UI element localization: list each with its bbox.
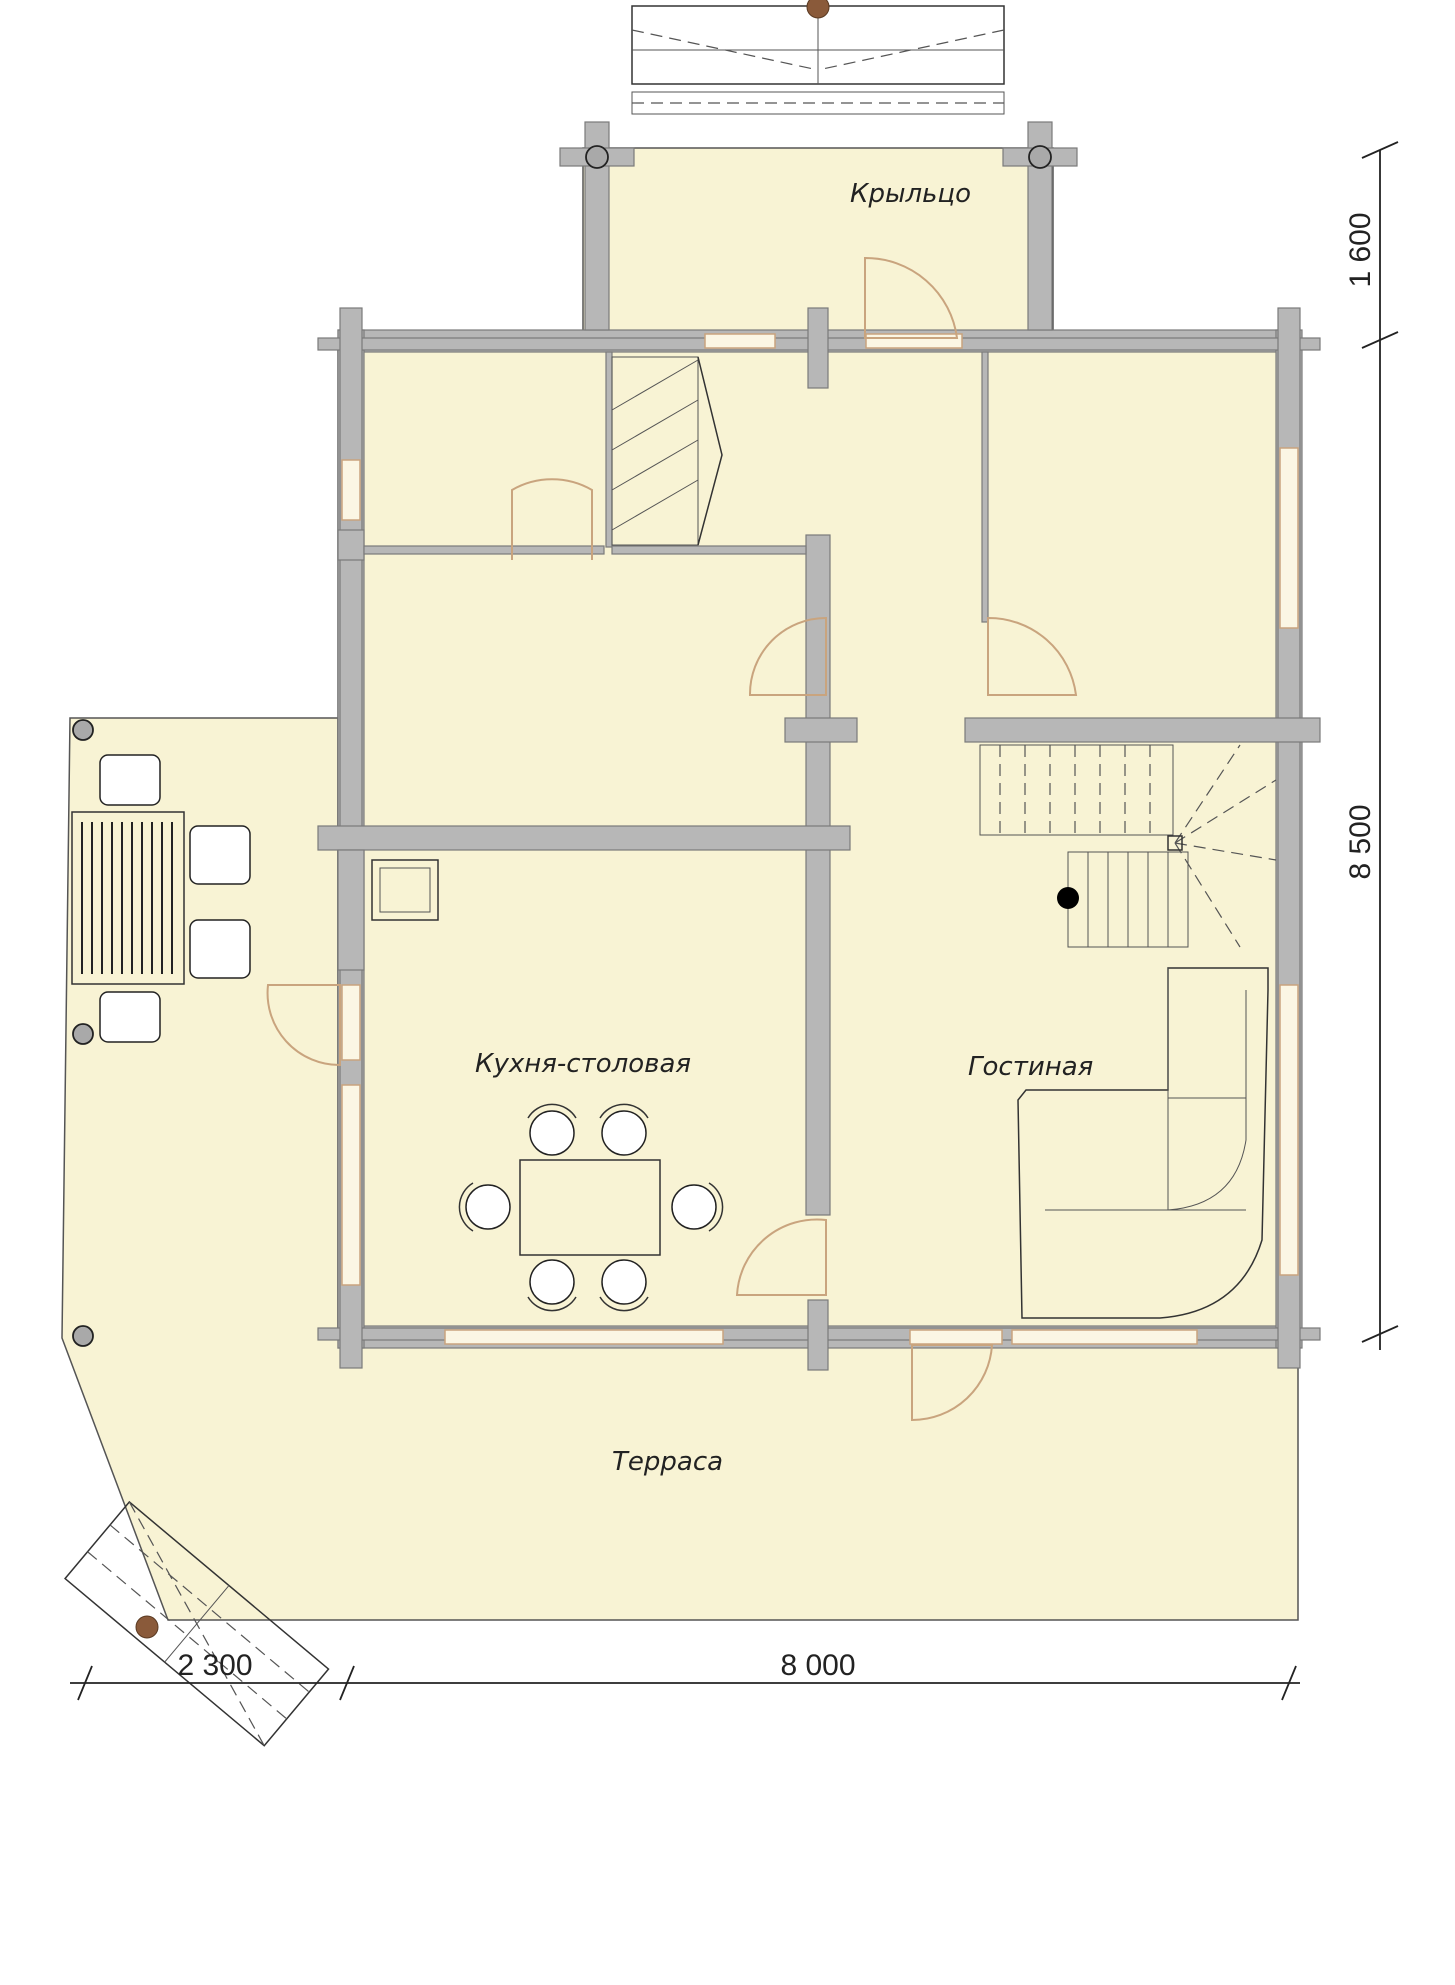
room-label-terrace: Терраса [612,1447,723,1477]
steps-marker-bottom [135,1615,159,1639]
windows [341,333,1299,1345]
stair-living [979,744,1277,948]
window-bottom-1 [444,1329,724,1345]
dim-label-porch-depth: 1 600 [1344,212,1377,287]
window-top-1 [704,333,776,349]
terrace-table-set [71,754,251,1043]
door-room-right [987,616,1078,696]
room-label-kitchen-dining: Кухня-столовая [475,1049,691,1079]
kitchen-sink [371,859,439,921]
door-hall-left [511,478,593,560]
stair-upper-hall [611,356,723,546]
living-sofa [1017,967,1269,1319]
window-right-1 [1279,447,1299,629]
dimension-lines [70,141,1399,1701]
window-top-2 [865,333,963,349]
dining-set [458,1103,724,1312]
window-bottom-2 [909,1329,1003,1345]
door-living-terrace [911,1344,994,1422]
room-label-living-room: Гостиная [968,1052,1093,1082]
porch-steps [631,0,1005,115]
door-room-middle [748,616,827,696]
dim-label-house-depth: 8 500 [1344,804,1377,879]
dining-table [519,1159,661,1256]
dim-label-terrace-width: 2 300 [177,1649,252,1682]
posts [72,145,1052,1347]
door-porch [864,256,959,339]
floor-areas [61,147,1299,1621]
dim-label-house-width: 8 000 [780,1649,855,1682]
door-kitchen [735,1218,827,1296]
terrace-steps [64,1500,330,1747]
door-terrace-side [266,984,341,1067]
doors [266,256,1078,1422]
window-left-2 [341,984,361,1061]
terrace-table [71,811,185,985]
steps-marker-top [806,0,830,19]
stair-marker [1057,887,1079,909]
window-bottom-3 [1011,1329,1198,1345]
room-label-porch: Крыльцо [850,179,971,209]
window-left-3 [341,1084,361,1286]
window-left-1 [341,459,361,521]
window-right-2 [1279,984,1299,1276]
